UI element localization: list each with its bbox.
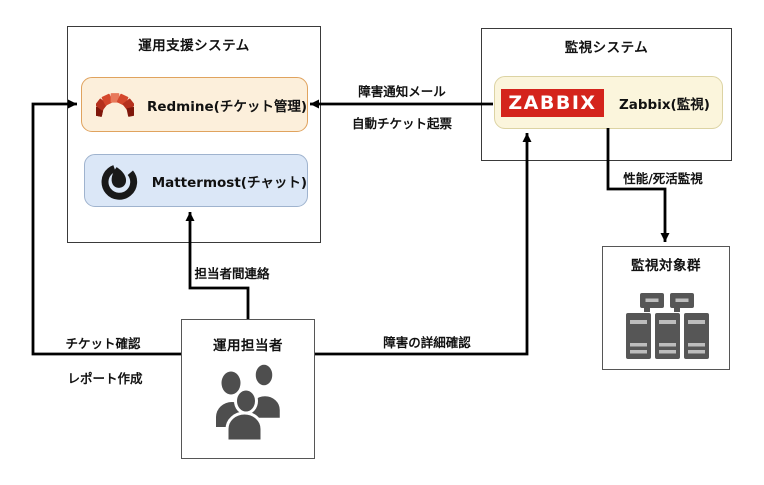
redmine-arch-bricks <box>96 92 134 117</box>
redmine-icon <box>96 92 134 117</box>
edge-label-failure-mail: 障害通知メール <box>358 84 446 99</box>
zabbix-logo-badge: ZABBIX <box>501 88 604 117</box>
edge-label-ticket-check: チケット確認 <box>65 336 141 351</box>
people-group-icon <box>216 362 283 441</box>
operators-title: 運用担当者 <box>213 338 283 354</box>
mattermost-label: Mattermost(チャット) <box>151 174 307 191</box>
person-front <box>225 387 264 441</box>
operators-box: 運用担当者 <box>181 319 315 459</box>
redmine-node: Redmine(チケット管理) <box>81 77 308 132</box>
targets-box: 監視対象群 <box>602 246 730 370</box>
arrow-operators-to-zabbix <box>315 133 532 356</box>
edge-label-report-create: レポート作成 <box>67 371 143 386</box>
targets-title: 監視対象群 <box>631 258 701 274</box>
support-system-box: 運用支援システム Redmine(チケット管理) <box>67 26 321 243</box>
zabbix-node: ZABBIX Zabbix(監視) <box>494 76 723 129</box>
mattermost-icon <box>101 163 138 200</box>
edge-label-staff-contact: 担当者間連絡 <box>194 266 270 281</box>
server-group-icon <box>626 293 709 359</box>
zabbix-label: Zabbix(監視) <box>619 96 710 113</box>
edge-label-auto-ticket: 自動チケット起票 <box>351 116 453 131</box>
edge-label-perf-monitoring: 性能/死活監視 <box>623 171 703 186</box>
monitoring-system-box: 監視システム ZABBIX Zabbix(監視) <box>481 28 732 161</box>
server-slots <box>630 298 705 354</box>
mattermost-node: Mattermost(チャット) <box>84 154 308 207</box>
edge-label-detail-check: 障害の詳細確認 <box>383 335 471 350</box>
redmine-label: Redmine(チケット管理) <box>146 98 307 115</box>
support-system-title: 運用支援システム <box>138 38 250 54</box>
monitoring-system-title: 監視システム <box>564 40 649 56</box>
server-shapes <box>626 293 709 359</box>
